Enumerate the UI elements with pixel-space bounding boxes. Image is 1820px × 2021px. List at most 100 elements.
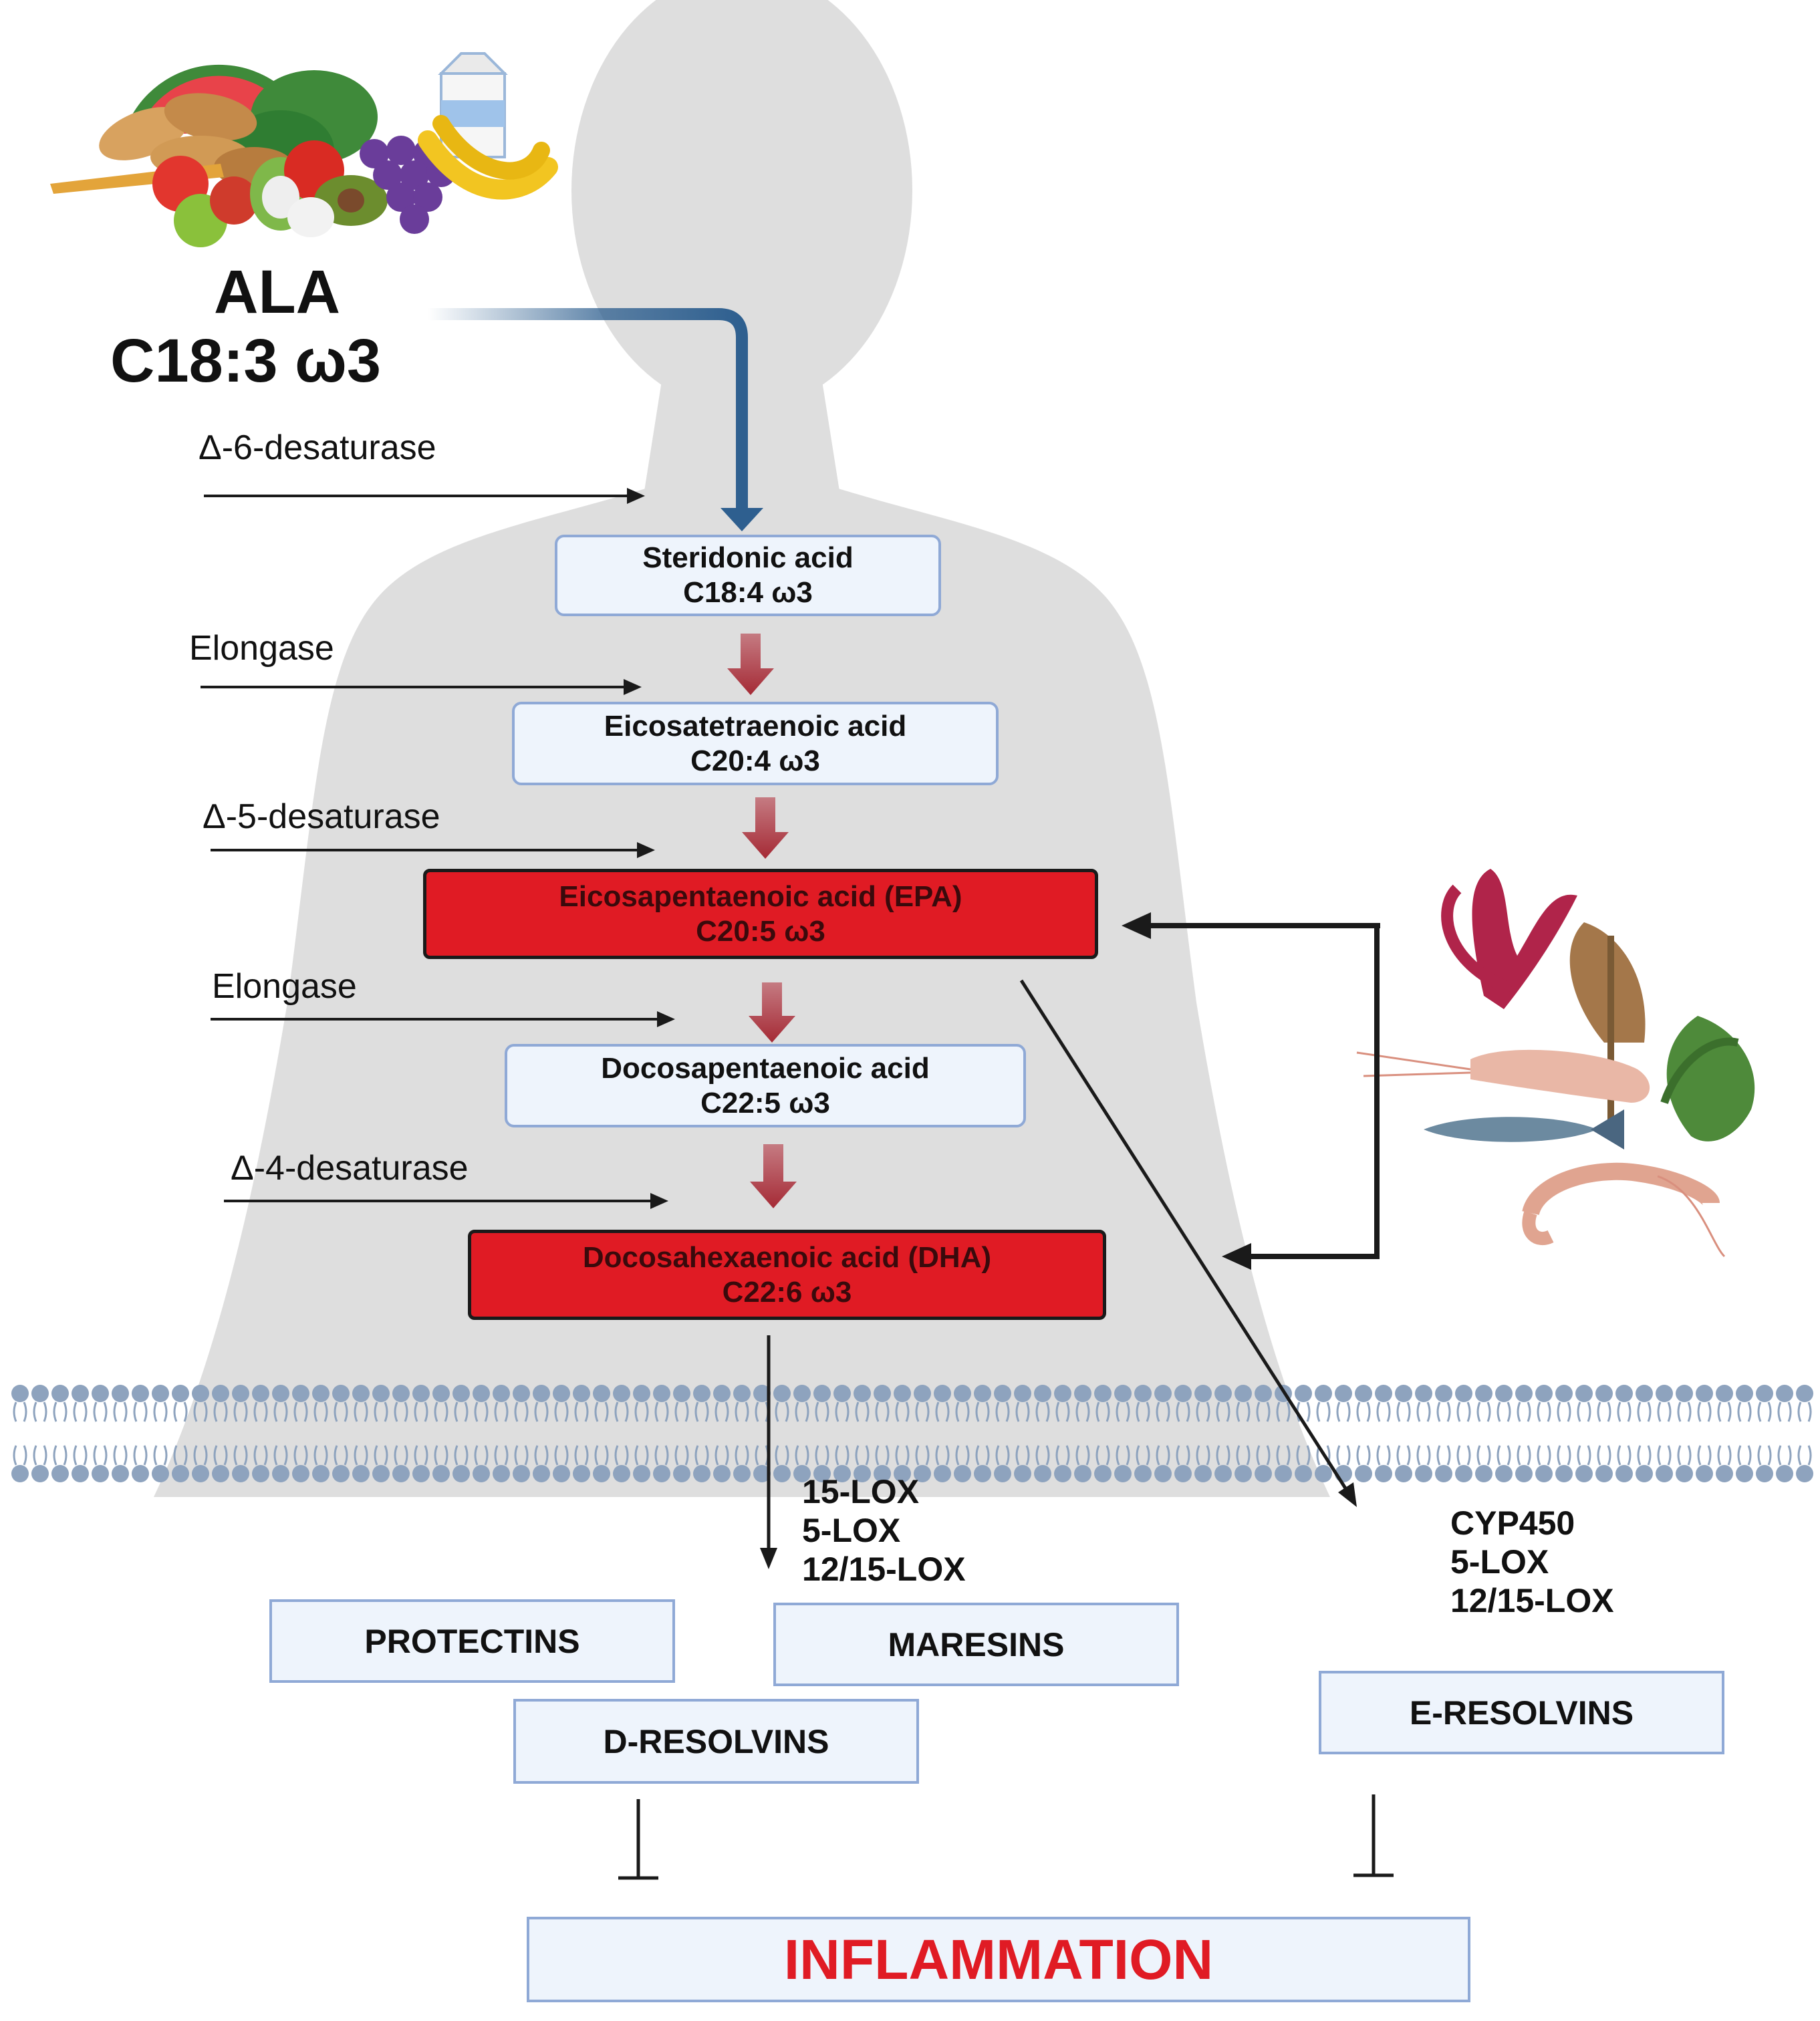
lipid-tail [1386,1401,1391,1422]
lipid-tail [73,1401,78,1422]
lipid-tail [955,1445,960,1466]
lipid-head [352,1385,370,1402]
lipid-head [1615,1465,1633,1482]
lipid-head [172,1465,189,1482]
lipid-tail [875,1401,880,1422]
lipid-tail [1727,1445,1732,1466]
lipid-tail [624,1401,629,1422]
lipid-tail [263,1401,268,1422]
lipid-tail [394,1445,398,1466]
lipid-head [1315,1385,1332,1402]
lipid-head [1355,1465,1372,1482]
lipid-head [894,1465,911,1482]
enzyme-d5-desaturase: Δ-5-desaturase [203,797,440,836]
lipid-tail [604,1401,609,1422]
lipid-tail [594,1401,599,1422]
lipid-tail [1346,1445,1351,1466]
lipid-tail [845,1401,850,1422]
lipid-tail [364,1445,368,1466]
lipid-tail [805,1401,809,1422]
lipid-tail [183,1445,188,1466]
lipid-tail [33,1445,37,1466]
lipid-tail [1075,1401,1080,1422]
lipid-head [1034,1465,1051,1482]
lipid-tail [1476,1401,1481,1422]
lipid-head [1054,1385,1071,1402]
lipid-tail [1166,1445,1170,1466]
lipid-tail [1296,1445,1301,1466]
lipid-tail [905,1445,910,1466]
lipid-tail [1637,1445,1642,1466]
lipid-tail [173,1445,178,1466]
lipid-head [412,1385,430,1402]
lipid-tail [213,1445,218,1466]
lipid-tail [775,1401,779,1422]
lipid-tail [1436,1445,1441,1466]
lipid-tail [1627,1445,1632,1466]
plant-foods-illustration [50,52,558,247]
lipid-tail [1587,1445,1591,1466]
lipid-tail [1416,1445,1421,1466]
lipid-tail [1146,1445,1150,1466]
lipid-tail [153,1401,158,1422]
lipid-head [372,1465,390,1482]
lipid-head [1275,1465,1292,1482]
lipid-head [1515,1465,1533,1482]
lipid-tail [915,1445,920,1466]
lipid-tail [1396,1445,1401,1466]
lipid-head [1214,1465,1232,1482]
lipid-tail [634,1445,639,1466]
lipid-tail [103,1445,108,1466]
lipid-head [51,1465,69,1482]
lipid-tail [414,1401,418,1422]
lipid-tail [634,1401,639,1422]
lipid-tail [755,1401,759,1422]
lipid-tail [1757,1445,1762,1466]
lipid-head [1074,1385,1091,1402]
lipid-head [1094,1385,1112,1402]
lipid-tail [1246,1445,1251,1466]
lipid-head [112,1465,129,1482]
lipid-tail [1236,1445,1241,1466]
lipid-tail [1256,1445,1261,1466]
lipid-tail [1446,1401,1451,1422]
lipid-head [1495,1465,1513,1482]
lipid-head [372,1385,390,1402]
steridonic-acid-name: Steridonic acid [642,541,854,574]
lipid-tail [183,1401,188,1422]
lipid-tail [1015,1401,1020,1422]
lipid-head [192,1385,209,1402]
enzyme-d6-desaturase: Δ-6-desaturase [199,428,436,467]
lipid-tail [253,1401,258,1422]
lipid-head [1796,1465,1813,1482]
lipid-tail [133,1401,138,1422]
lipid-tail [1537,1445,1541,1466]
lipid-head [1595,1465,1613,1482]
epa-box: Eicosapentaenoic acid (EPA) C20:5 ω3 [423,869,1098,959]
lipid-tail [654,1445,659,1466]
lipid-head [1234,1385,1252,1402]
lipid-tail [1657,1445,1662,1466]
lipid-head [152,1465,169,1482]
lipid-head [132,1465,149,1482]
lipid-tail [434,1401,438,1422]
lipid-tail [133,1445,138,1466]
lipid-head [132,1385,149,1402]
lipid-head [593,1465,610,1482]
lipid-tail [1797,1445,1802,1466]
lipid-tail [1206,1401,1210,1422]
lipid-head [292,1385,309,1402]
lipid-tail [1176,1445,1180,1466]
lipid-tail [1777,1445,1782,1466]
lipid-head [513,1465,530,1482]
lipid-tail [23,1401,27,1422]
lipid-head [312,1465,330,1482]
lipid-head [1636,1385,1653,1402]
lipid-head [934,1465,951,1482]
lipid-tail [1126,1445,1130,1466]
lipid-head [332,1465,350,1482]
lipid-tail [424,1445,428,1466]
lipid-tail [1767,1401,1772,1422]
dha-enzyme-list: 15-LOX 5-LOX 12/15-LOX [802,1472,966,1589]
lipid-tail [1697,1445,1702,1466]
